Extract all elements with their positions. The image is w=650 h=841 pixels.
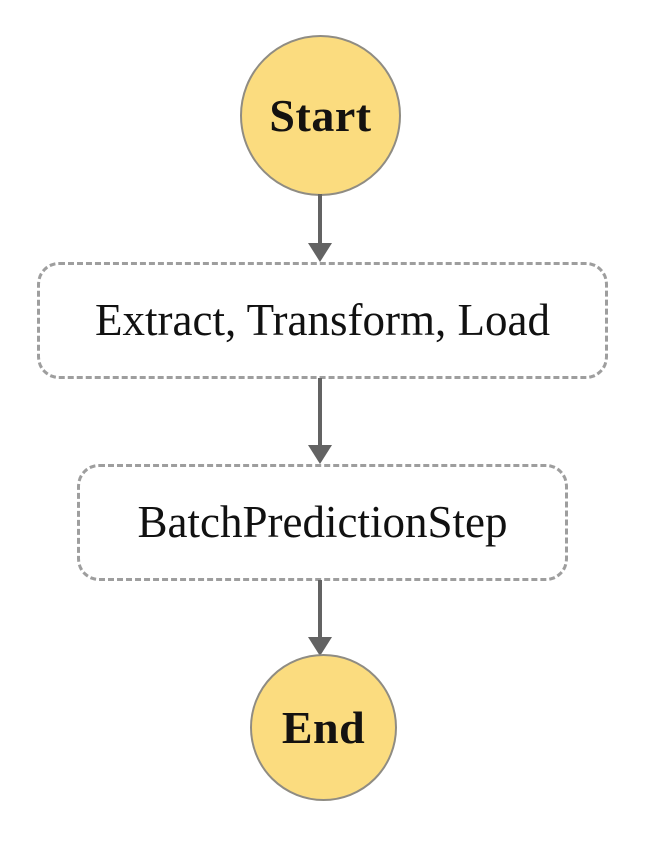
arrowhead-down-icon	[308, 243, 332, 262]
node-batch-prediction-step[interactable]: BatchPredictionStep	[77, 464, 568, 581]
edge-line	[318, 194, 322, 245]
node-start-label: Start	[269, 89, 372, 141]
node-batch-label: BatchPredictionStep	[137, 497, 508, 547]
node-end-label: End	[281, 701, 366, 753]
edge-etl-to-batch	[304, 378, 336, 466]
edge-line	[318, 378, 322, 447]
edge-start-to-etl	[304, 194, 336, 264]
edge-line	[318, 580, 322, 639]
node-extract-transform-load[interactable]: Extract, Transform, Load	[37, 262, 608, 379]
node-etl-label: Extract, Transform, Load	[95, 295, 550, 345]
node-end[interactable]: End	[250, 654, 397, 801]
node-start[interactable]: Start	[240, 35, 401, 196]
edge-batch-to-end	[304, 580, 336, 658]
arrowhead-down-icon	[308, 445, 332, 464]
